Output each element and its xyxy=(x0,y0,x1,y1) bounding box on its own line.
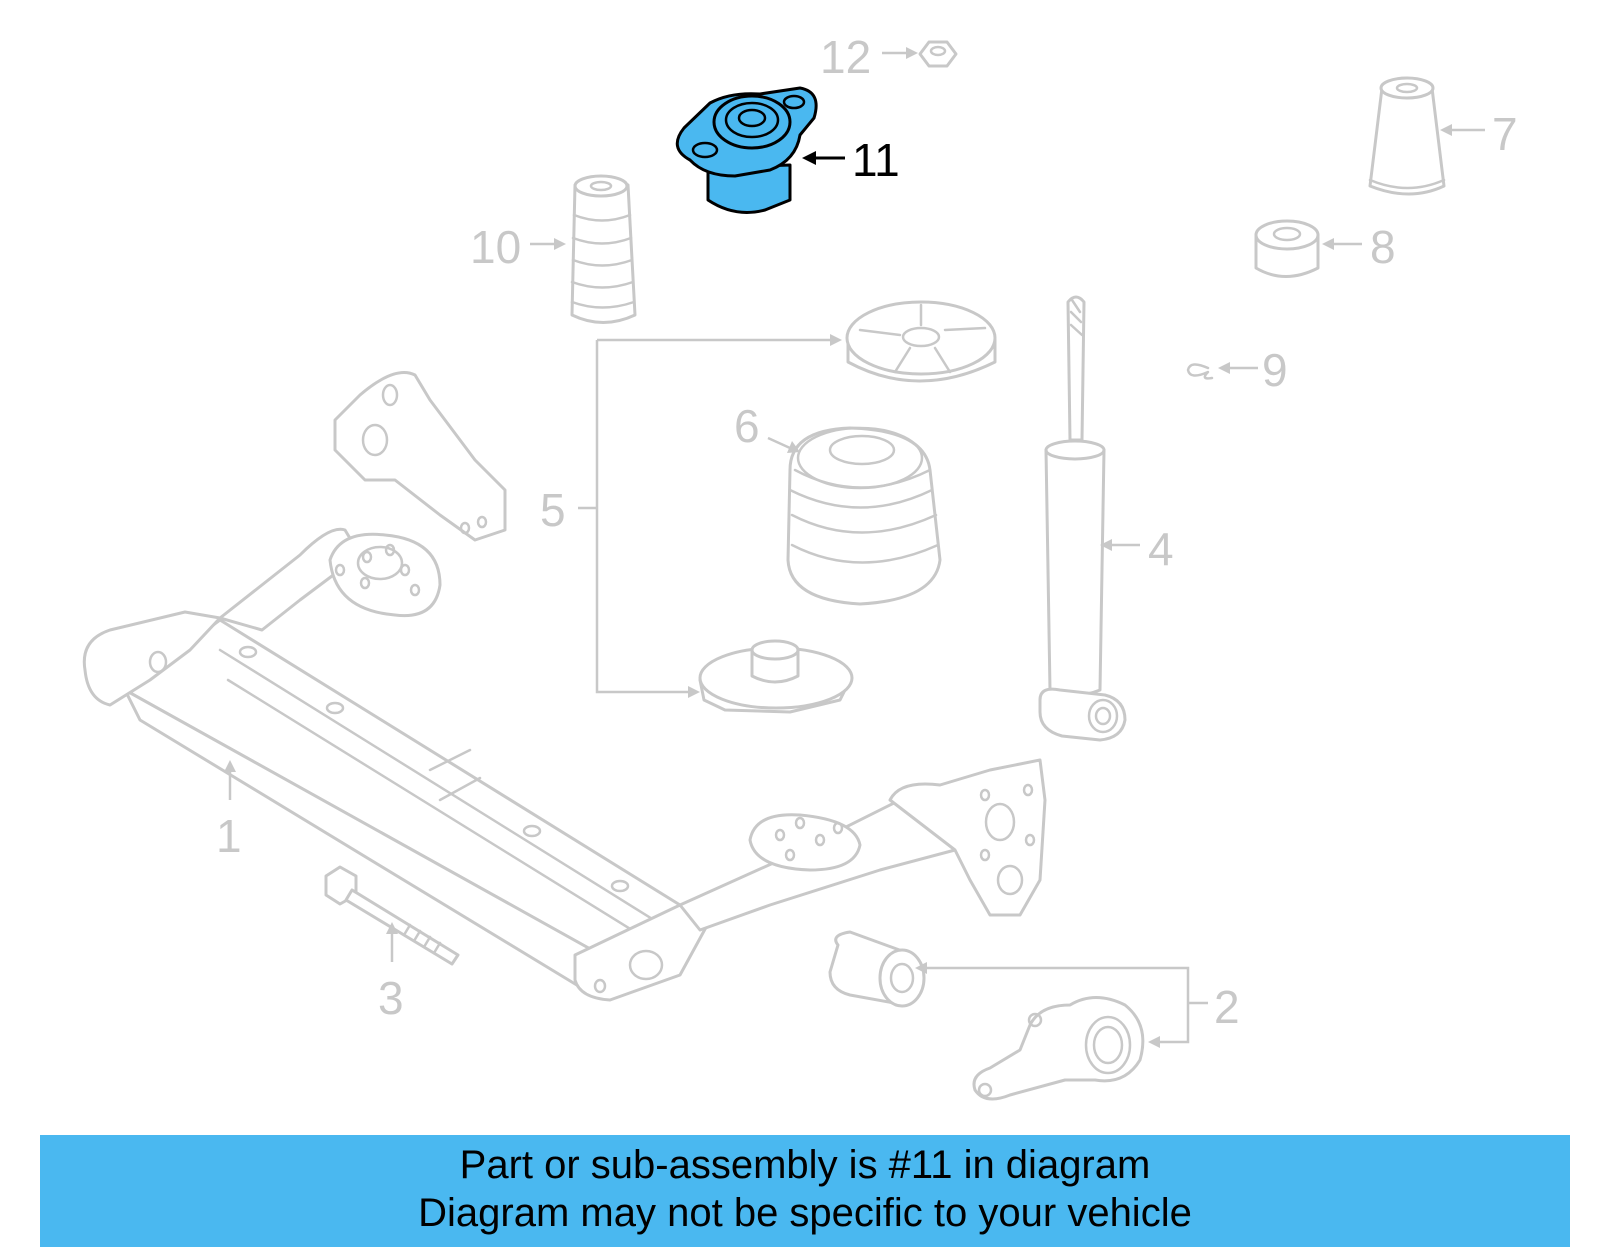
callout-10: 10 xyxy=(470,221,521,273)
callout-8: 8 xyxy=(1370,221,1396,273)
banner-line-2: Diagram may not be specific to your vehi… xyxy=(418,1191,1192,1235)
callout-5: 5 xyxy=(540,484,566,536)
part-3-bolt[interactable] xyxy=(324,865,460,966)
callout-4: 4 xyxy=(1148,523,1174,575)
callout-6: 6 xyxy=(734,400,760,452)
part-4-shock-absorber[interactable] xyxy=(1038,295,1127,742)
part-7-dust-boot[interactable] xyxy=(1368,76,1446,196)
part-8-bushing[interactable] xyxy=(1254,219,1320,278)
callout-12: 12 xyxy=(820,31,871,83)
part-1-axle-beam[interactable] xyxy=(82,371,1047,1002)
part-9-clip[interactable] xyxy=(1186,363,1214,380)
callout-3: 3 xyxy=(378,972,404,1024)
part-2-bushings[interactable] xyxy=(828,930,1145,1101)
info-banner: Part or sub-assembly is #11 in diagram D… xyxy=(40,1135,1570,1247)
callout-7: 7 xyxy=(1492,108,1518,160)
part-6-coil-spring[interactable] xyxy=(786,426,942,606)
callout-11: 11 xyxy=(852,134,900,186)
callout-1: 1 xyxy=(216,810,242,862)
callout-2: 2 xyxy=(1214,981,1240,1033)
callout-9: 9 xyxy=(1262,344,1288,396)
part-11-strut-mount[interactable] xyxy=(675,86,818,214)
banner-line-1: Part or sub-assembly is #11 in diagram xyxy=(459,1143,1151,1187)
part-10-bump-stop[interactable] xyxy=(570,174,637,324)
part-5-spring-pads[interactable] xyxy=(698,300,997,714)
part-12-nut[interactable] xyxy=(918,40,958,68)
